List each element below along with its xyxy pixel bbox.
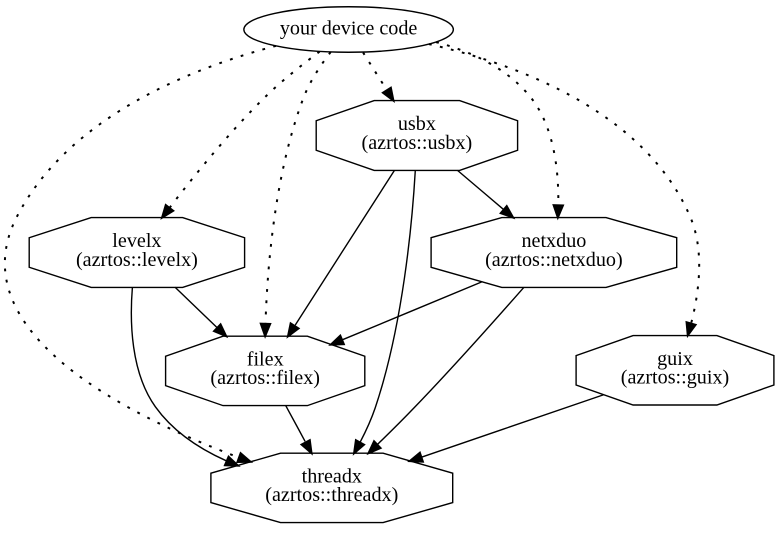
svg-text:(azrtos::filex): (azrtos::filex) (210, 367, 320, 389)
svg-text:netxduo: netxduo (521, 230, 586, 252)
svg-text:threadx: threadx (302, 466, 362, 488)
svg-text:(azrtos::guix): (azrtos::guix) (621, 367, 730, 389)
svg-text:(azrtos::usbx): (azrtos::usbx) (362, 132, 473, 154)
svg-text:(azrtos::threadx): (azrtos::threadx) (265, 484, 398, 506)
svg-text:guix: guix (657, 348, 693, 370)
svg-text:your device code: your device code (280, 18, 418, 40)
svg-text:levelx: levelx (112, 230, 161, 252)
svg-text:filex: filex (247, 349, 284, 371)
svg-text:usbx: usbx (398, 113, 436, 135)
svg-text:(azrtos::netxduo): (azrtos::netxduo) (485, 249, 623, 271)
svg-text:(azrtos::levelx): (azrtos::levelx) (76, 249, 198, 271)
